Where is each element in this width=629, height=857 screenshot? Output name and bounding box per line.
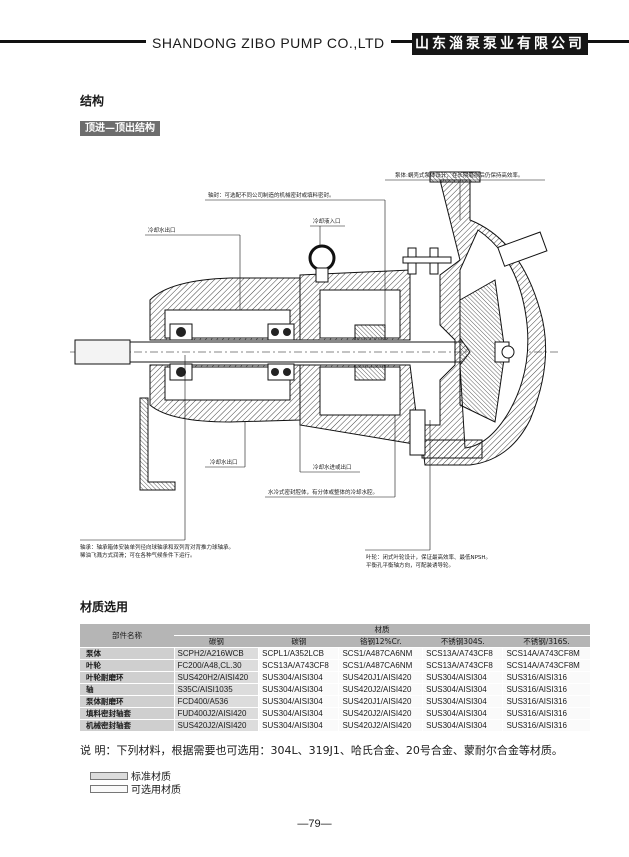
material-cell: SCS14A/A743CF8M <box>502 659 590 672</box>
company-name-cn: 山东淄泵泵业有限公司 <box>412 33 588 55</box>
callout-bearing-line2: 稀油飞溅方式润滑；可在各种气候条件下运行。 <box>80 553 196 559</box>
table-header-material: 材质 <box>174 624 590 636</box>
material-cell: SCS13A/A743CF8 <box>422 647 503 660</box>
material-cell: SUS316/AISI316 <box>502 719 590 732</box>
table-header-part: 部件名称 <box>80 624 174 648</box>
callout-impeller: 叶轮：闭式叶轮设计，保证最高效率、最低NPSH。 平衡孔平衡轴方向，可配装诱导轮… <box>366 554 491 570</box>
material-cell: SCS1/A487CA6NM <box>338 647 423 660</box>
part-name-cell: 机械密封轴套 <box>80 719 174 732</box>
callout-cooling-outlet-top: 冷却水出口 <box>148 228 176 234</box>
material-cell: S35C/AISI1035 <box>173 683 259 696</box>
subsection-badge: 顶进—顶出结构 <box>80 121 160 136</box>
callout-shaft-seal: 轴封：可选配不同公司制造的机械密封或填料密封。 <box>208 193 335 199</box>
table-column-header: 不锈钢/316S. <box>502 635 590 648</box>
callout-bearing-line1: 轴承：轴承箱体安装单列径向球轴承和双列背对背推力球轴承。 <box>80 545 235 551</box>
callout-cooling-outlet-bottom: 冷却水出口 <box>210 460 238 466</box>
material-cell: SUS420J2/AISI420 <box>338 683 423 696</box>
material-cell: SUS420J1/AISI420 <box>338 695 423 708</box>
materials-note: 说 明：下列材料，根据需要也可选用：304L、319J1、哈氏合金、20号合金、… <box>80 744 563 757</box>
legend-optional: 可选用材质 <box>90 781 181 796</box>
material-cell: SCS1/A487CA6NM <box>338 659 423 672</box>
structure-title: 结构 <box>80 94 105 108</box>
legend-standard: 标准材质 <box>90 768 171 783</box>
material-cell: SUS304/AISI304 <box>422 671 503 684</box>
page-number: —79— <box>297 818 332 830</box>
material-cell: SUS304/AISI304 <box>422 695 503 708</box>
material-cell: SUS316/AISI316 <box>502 695 590 708</box>
material-cell: SUS304/AISI304 <box>258 671 339 684</box>
material-cell: SUS316/AISI316 <box>502 683 590 696</box>
material-cell: FC200/A48,CL.30 <box>173 659 259 672</box>
callout-water-cooled-seal: 水冷式密封腔体，有分体或整体的冷却水腔。 <box>268 490 379 496</box>
material-cell: SUS420J2/AISI420 <box>338 719 423 732</box>
material-cell: SUS304/AISI304 <box>258 683 339 696</box>
callout-impeller-line1: 叶轮：闭式叶轮设计，保证最高效率、最低NPSH。 <box>366 555 492 561</box>
table-column-header: 不锈钢304S. <box>422 635 503 648</box>
material-cell: SCS14A/A743CF8M <box>502 647 590 660</box>
material-cell: SUS304/AISI304 <box>258 695 339 708</box>
material-cell: SUS420J1/AISI420 <box>338 671 423 684</box>
material-cell: SCS13A/A743CF8 <box>422 659 503 672</box>
material-cell: FCD400/A536 <box>173 695 259 708</box>
material-cell: SCPH2/A216WCB <box>173 647 259 660</box>
part-name-cell: 填料密封轴套 <box>80 707 174 720</box>
table-column-header-row: 碳钢碳钢铬钢12%Cr.不锈钢304S.不锈钢/316S. <box>80 635 590 648</box>
table-column-header: 铬钢12%Cr. <box>338 635 423 648</box>
material-cell: SCPL1/A352LCB <box>258 647 339 660</box>
callout-cooling-inout: 冷却水进或出口 <box>313 465 352 471</box>
material-cell: SUS304/AISI304 <box>422 683 503 696</box>
pump-drawing <box>70 171 560 551</box>
legend-optional-label: 可选用材质 <box>131 785 181 796</box>
material-cell: SUS316/AISI316 <box>502 707 590 720</box>
callout-coolant-inlet: 冷却液入口 <box>313 219 341 225</box>
legend-standard-swatch <box>90 771 128 780</box>
material-cell: SUS420H2/AISI420 <box>173 671 259 684</box>
part-name-cell: 泵体 <box>80 647 174 660</box>
part-name-cell: 泵体耐磨环 <box>80 695 174 708</box>
part-name-cell: 叶轮 <box>80 659 174 672</box>
material-cell: SUS304/AISI304 <box>422 707 503 720</box>
table-column-header: 碳钢 <box>258 635 339 648</box>
part-name-cell: 轴 <box>80 683 174 696</box>
material-cell: SUS304/AISI304 <box>258 707 339 720</box>
callout-impeller-line2: 平衡孔平衡轴方向，可配装诱导轮。 <box>366 563 455 569</box>
materials-table: 部件名称 材质 碳钢碳钢铬钢12%Cr.不锈钢304S.不锈钢/316S. 泵体… <box>80 624 590 732</box>
material-cell: SUS420J2/AISI420 <box>338 707 423 720</box>
company-name-en: SHANDONG ZIBO PUMP CO.,LTD <box>146 36 391 50</box>
part-name-cell: 叶轮耐磨环 <box>80 671 174 684</box>
material-cell: SCS13A/A743CF8 <box>258 659 339 672</box>
legend-optional-swatch <box>90 784 128 793</box>
material-cell: FUD400J2/AISI420 <box>173 707 259 720</box>
pump-cross-section-diagram: 泵体:蜗壳式泵体设计，在长期磨损后仍保持高效率。 轴封：可选配不同公司制造的机械… <box>0 160 629 580</box>
material-cell: SUS304/AISI304 <box>258 719 339 732</box>
callout-bearing: 轴承：轴承箱体安装单列径向球轴承和双列背对背推力球轴承。 稀油飞溅方式润滑；可在… <box>80 544 234 560</box>
material-cell: SUS420J2/AISI420 <box>173 719 259 732</box>
legend-standard-label: 标准材质 <box>131 772 171 783</box>
materials-title: 材质选用 <box>80 600 129 614</box>
callout-casing: 泵体:蜗壳式泵体设计，在长期磨损后仍保持高效率。 <box>395 173 524 179</box>
material-cell: SUS304/AISI304 <box>422 719 503 732</box>
table-column-header: 碳钢 <box>174 635 259 648</box>
material-cell: SUS316/AISI316 <box>502 671 590 684</box>
